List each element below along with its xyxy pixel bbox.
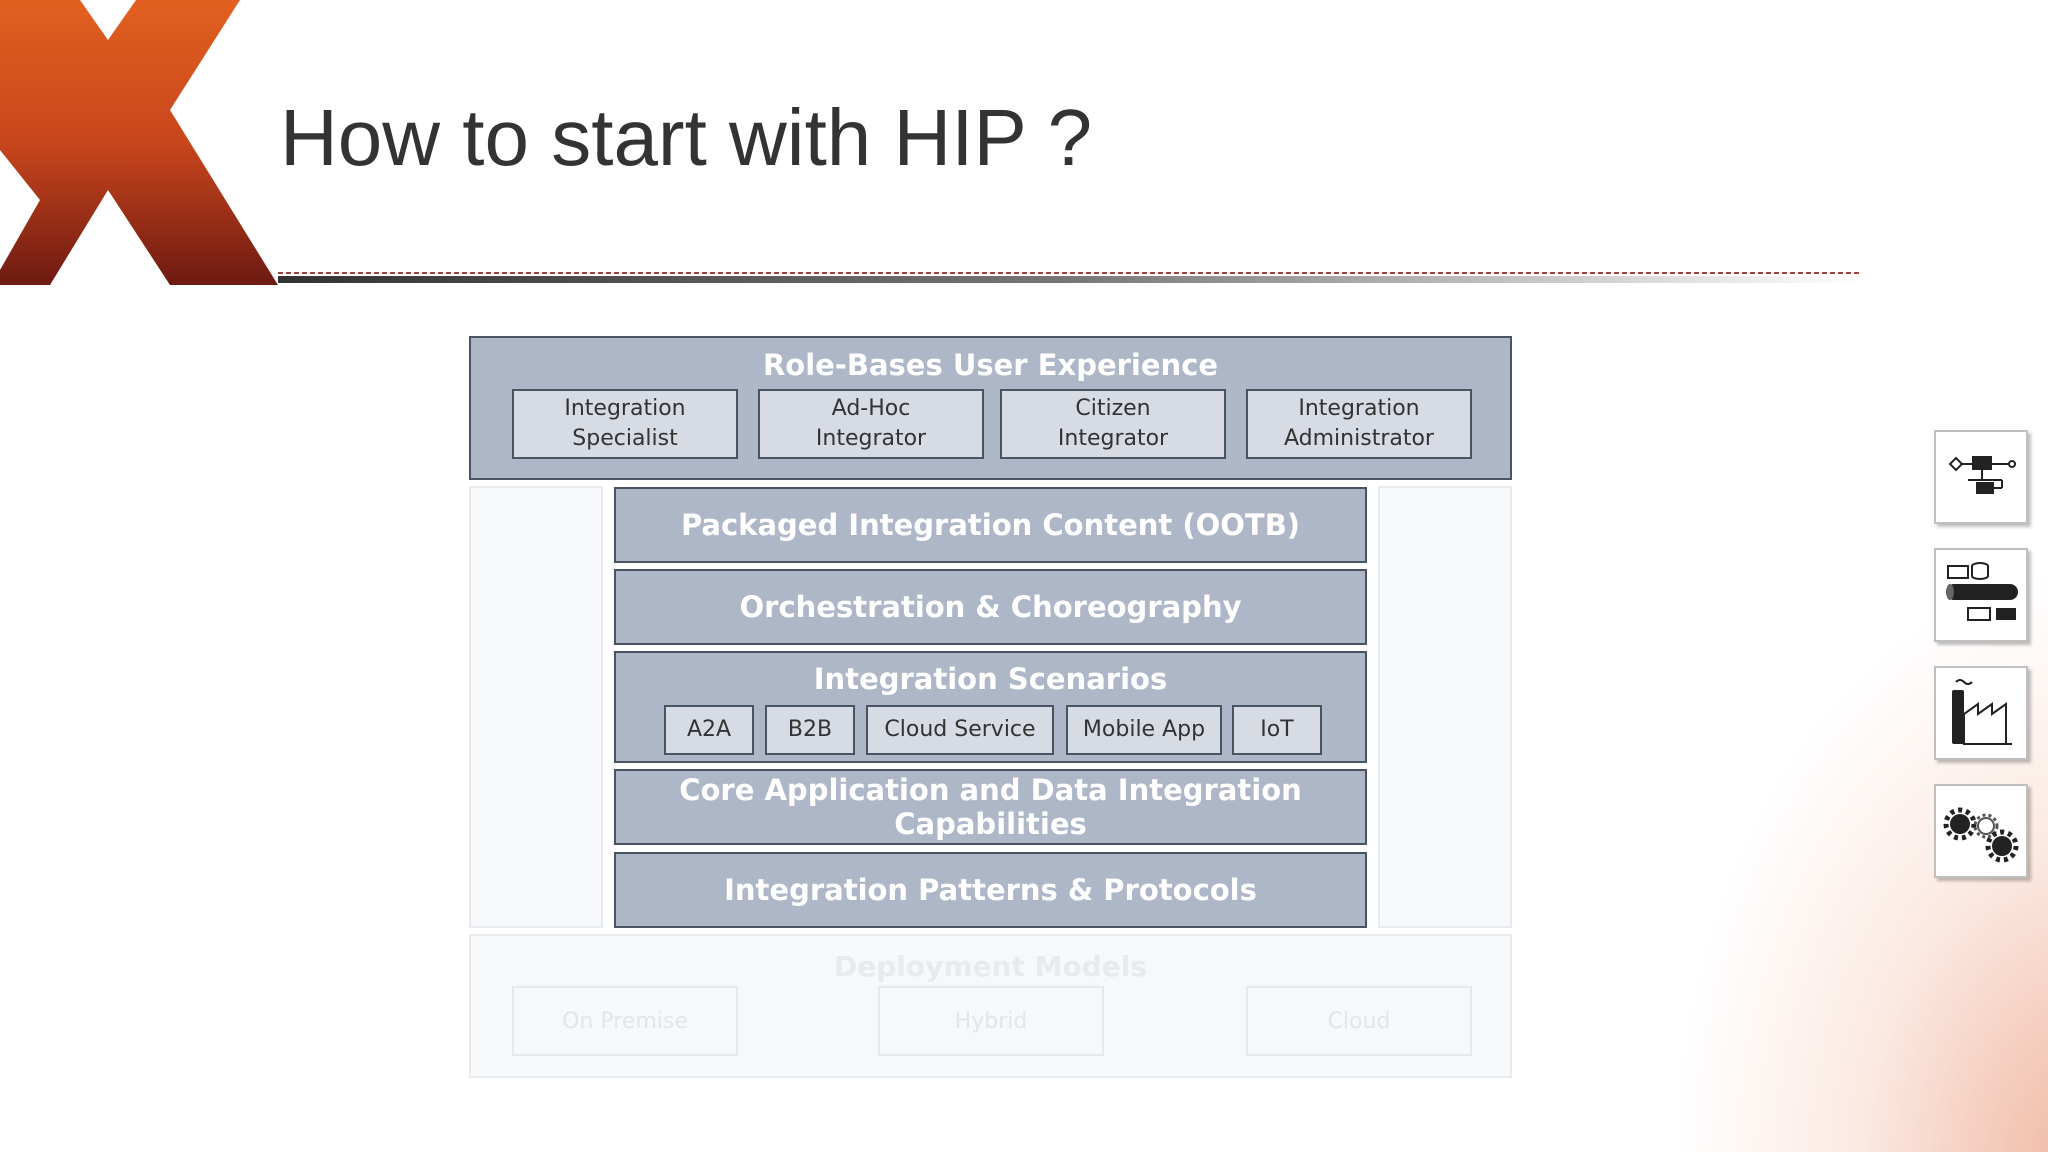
scenario-mobile-app: Mobile App [1066,705,1222,755]
factory-icon[interactable] [1934,666,2028,760]
deployment-cloud: Cloud [1246,986,1472,1056]
scenario-b2b: B2B [765,705,855,755]
deployment-on-premise: On Premise [512,986,738,1056]
role-line2: Integrator [815,426,927,451]
faded-left-pillar [469,486,603,928]
role-line1: Integration [1298,396,1420,421]
data-pipeline-icon[interactable] [1934,548,2028,642]
layer-packaged-content: Packaged Integration Content (OOTB) [614,487,1367,563]
process-flow-icon[interactable] [1934,430,2028,524]
role-line2: Specialist [572,426,678,451]
role-integration-administrator: Integration Administrator [1246,389,1472,459]
role-line2: Administrator [1284,426,1434,451]
role-line1: Integration [564,396,686,421]
deployment-title: Deployment Models [834,950,1147,983]
scenario-cloud-service: Cloud Service [866,705,1054,755]
title-divider [278,272,1862,283]
scenario-a2a: A2A [664,705,754,755]
role-ad-hoc-integrator: Ad-Hoc Integrator [758,389,984,459]
layer-core-capabilities: Core Application and Data Integration Ca… [614,769,1367,845]
gears-icon[interactable] [1934,784,2028,878]
layer-patterns-protocols: Integration Patterns & Protocols [614,852,1367,928]
role-line1: Citizen [1075,396,1151,421]
deployment-hybrid: Hybrid [878,986,1104,1056]
role-integration-specialist: Integration Specialist [512,389,738,459]
role-line2: Integrator [1057,426,1169,451]
role-layer-title: Role-Bases User Experience [762,348,1219,382]
role-line1: Ad-Hoc [831,396,911,421]
page-title: How to start with HIP ? [280,93,1093,182]
scenarios-title: Integration Scenarios [813,662,1168,696]
role-citizen-integrator: Citizen Integrator [1000,389,1226,459]
logo-x-icon [0,0,278,285]
layer-orchestration: Orchestration & Choreography [614,569,1367,645]
scenario-iot: IoT [1232,705,1322,755]
faded-right-pillar [1378,486,1512,928]
